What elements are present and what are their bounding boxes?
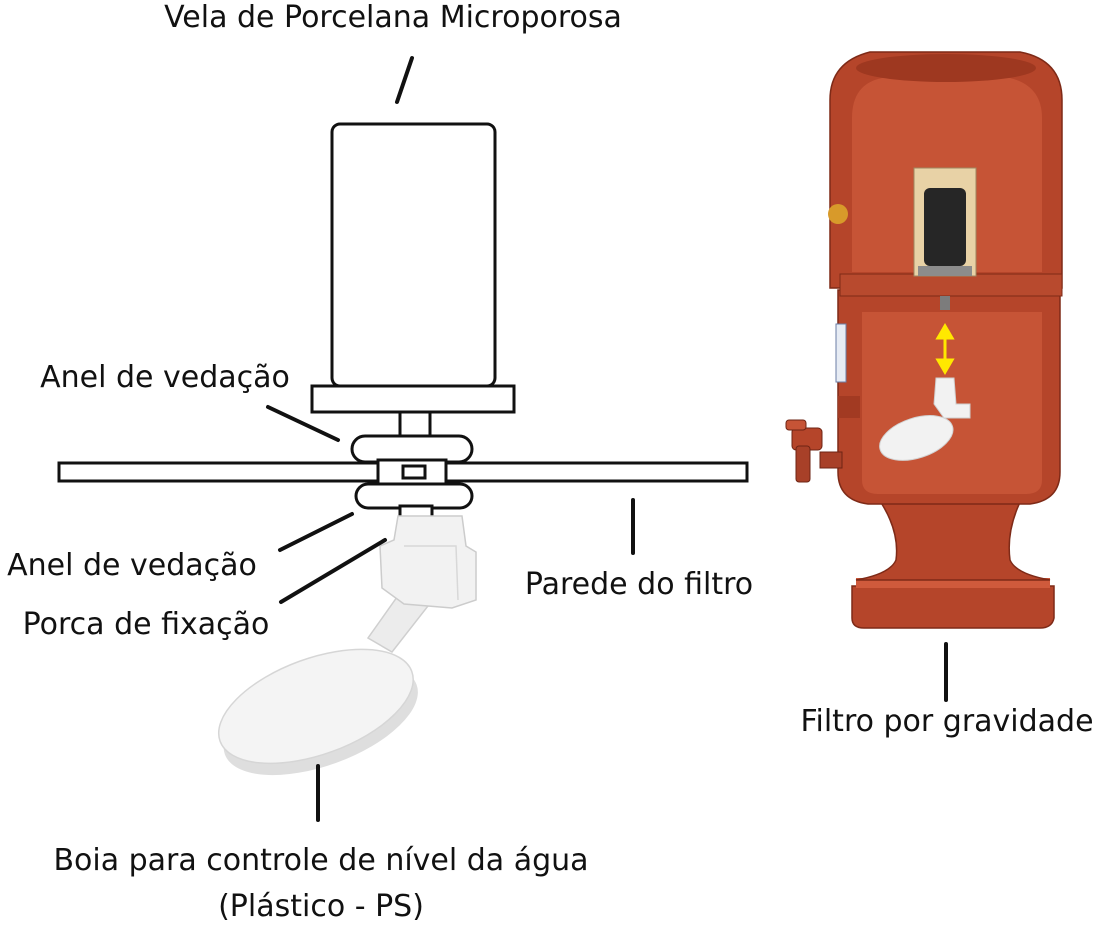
filter-shelf xyxy=(839,273,1063,297)
fixing-nut xyxy=(379,515,477,609)
candle-base-plate xyxy=(310,384,516,414)
filter-rim xyxy=(856,54,1036,82)
seal-ring-top xyxy=(350,434,474,464)
gravity-filter-illustration xyxy=(785,51,1063,629)
label-gravity-filter: Filtro por gravidade xyxy=(800,704,1093,739)
label-float-line1: Boia para controle de nível da água xyxy=(53,843,588,878)
label-float-line2: (Plástico - PS) xyxy=(218,889,424,924)
float-disc xyxy=(217,648,414,765)
leader-lines xyxy=(266,56,948,822)
leader-candle xyxy=(395,56,414,104)
cross-section-drawing xyxy=(57,122,749,520)
leader-nut xyxy=(279,538,387,604)
porcelain-candle xyxy=(330,122,497,388)
tap xyxy=(785,419,843,483)
inner-float-arm xyxy=(933,377,971,419)
leader-seal-top xyxy=(266,405,340,442)
filter-pedestal xyxy=(855,497,1051,581)
label-nut: Porca de fixação xyxy=(23,607,270,642)
label-wall: Parede do filtro xyxy=(525,567,753,602)
inner-float-disc xyxy=(879,415,954,461)
float-valve xyxy=(217,515,477,776)
leader-seal-bottom xyxy=(278,512,354,552)
water-level-arrow xyxy=(935,323,955,375)
filter-base xyxy=(851,585,1055,629)
inner-candle-carbon xyxy=(924,188,966,266)
stem-core xyxy=(401,464,427,480)
label-seal-bottom: Anel de vedação xyxy=(7,548,257,583)
label-candle: Vela de Porcelana Microporosa xyxy=(164,0,622,35)
threaded-stem xyxy=(398,410,432,438)
label-seal-top: Anel de vedação xyxy=(40,360,290,395)
seal-ring-bottom xyxy=(354,482,474,510)
